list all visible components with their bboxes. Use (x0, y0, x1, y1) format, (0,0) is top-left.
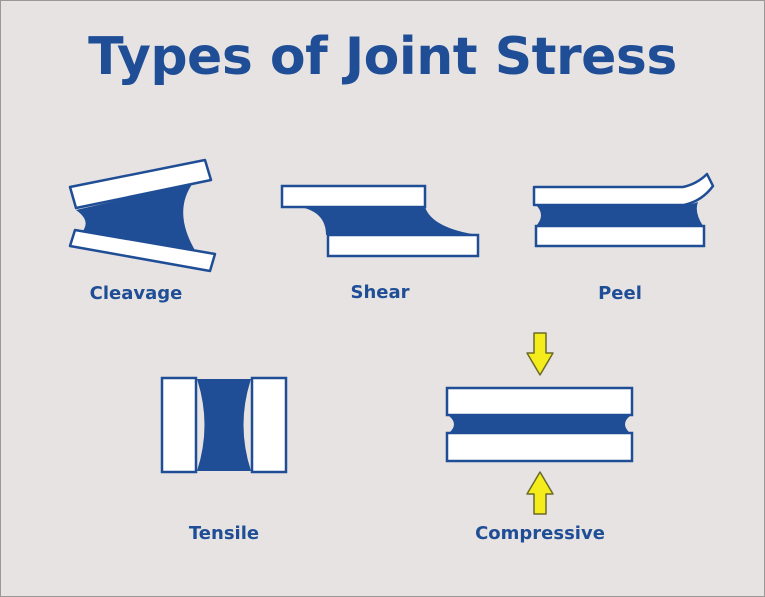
shear-bottom-plate (326, 233, 480, 258)
shear-diagram (280, 184, 480, 258)
compressive-diagram (445, 332, 634, 515)
label-cleavage: Cleavage (89, 283, 183, 304)
cleavage-top-plate (68, 158, 213, 210)
arrow-up-icon (526, 471, 554, 515)
cleavage-diagram (68, 158, 217, 273)
tensile-diagram (160, 376, 288, 474)
peel-diagram (532, 172, 715, 248)
peel-bottom-plate (534, 224, 706, 248)
shear-adhesive (300, 207, 478, 235)
peel-adhesive (536, 202, 703, 226)
compressive-adhesive (449, 416, 630, 433)
arrow-down-icon (526, 332, 554, 376)
compressive-top-plate (445, 386, 634, 417)
shear-top-plate (280, 184, 427, 209)
cleavage-bottom-plate (68, 228, 217, 273)
page-title: Types of Joint Stress (88, 27, 677, 87)
tensile-left-plate (160, 376, 198, 474)
label-shear: Shear (350, 282, 410, 303)
label-tensile: Tensile (188, 523, 260, 544)
peel-top-plate (532, 172, 715, 207)
tensile-adhesive (197, 379, 251, 471)
label-compressive: Compressive (475, 523, 605, 544)
compressive-bottom-plate (445, 431, 634, 463)
label-peel: Peel (598, 283, 642, 304)
tensile-right-plate (250, 376, 288, 474)
